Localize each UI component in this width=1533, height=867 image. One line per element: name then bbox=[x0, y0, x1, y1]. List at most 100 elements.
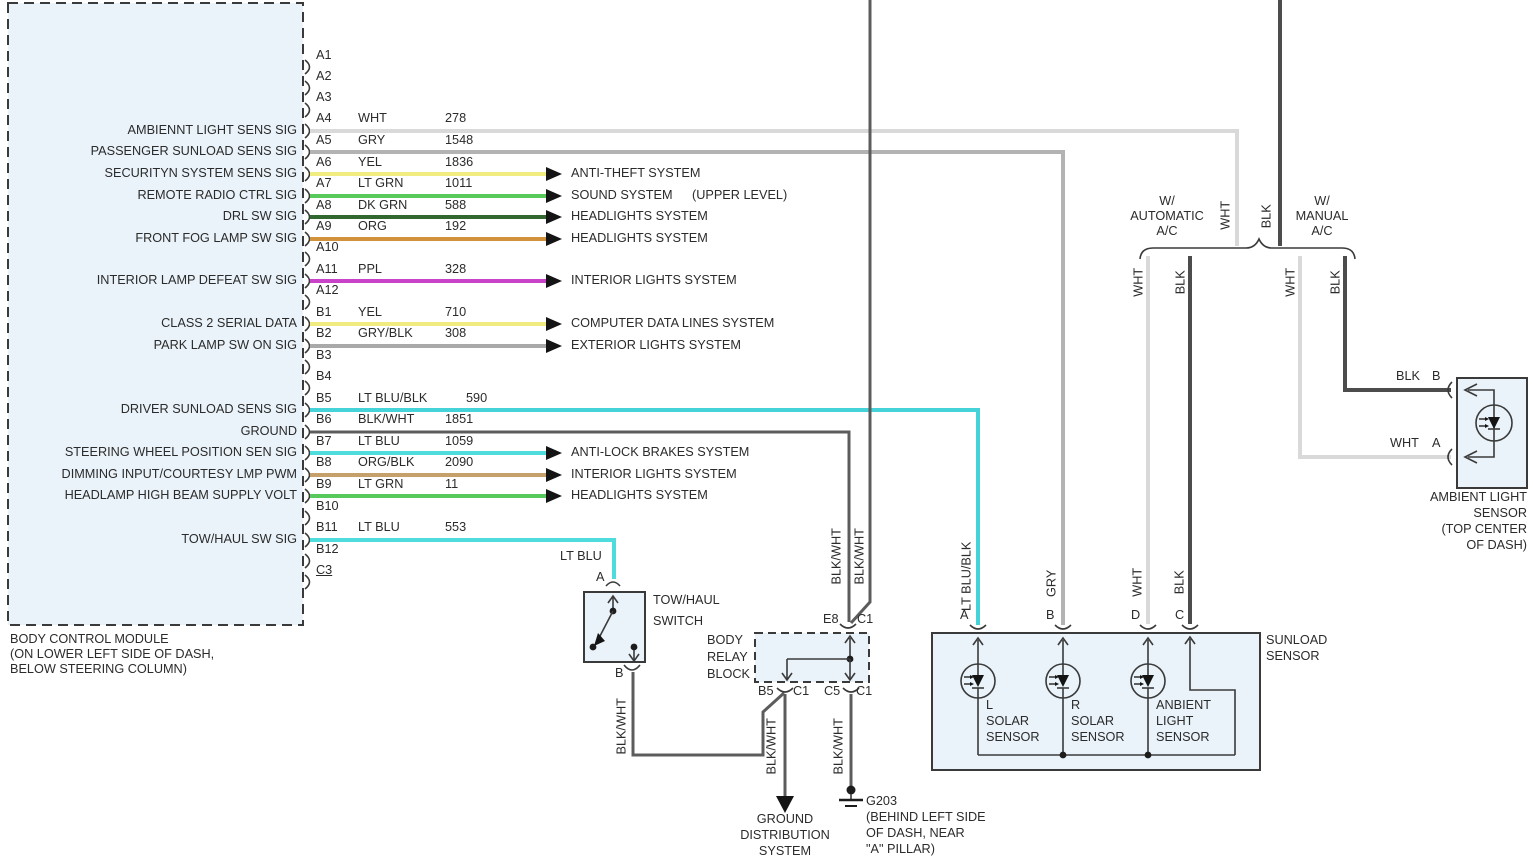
l-solar-sensor-label: SOLAR bbox=[986, 714, 1030, 728]
wire-color-label: WHT bbox=[1131, 267, 1146, 297]
relay-pin-e8: E8 bbox=[823, 612, 839, 626]
dest-system: ANTI-THEFT SYSTEM bbox=[571, 166, 701, 180]
relay-title-line: BLOCK bbox=[707, 667, 751, 681]
wire-color: YEL bbox=[358, 155, 382, 169]
pin-b8-label: B8 bbox=[316, 455, 332, 469]
sunload-pin-a: A bbox=[960, 608, 969, 622]
bcm-box bbox=[7, 2, 304, 626]
wire-color: GRY bbox=[358, 133, 386, 147]
wire-color: LT BLU bbox=[358, 434, 400, 448]
ambient-pin-a: A bbox=[1432, 436, 1441, 450]
wire-color: LT GRN bbox=[358, 176, 404, 190]
pin-c3-label: C3 bbox=[316, 563, 333, 577]
wire-color-label: BLK bbox=[1173, 270, 1188, 295]
relay-conn-c1: C1 bbox=[856, 684, 873, 698]
ac-variant-brace bbox=[1139, 237, 1356, 260]
ambient-part-label: ANBIENT bbox=[1156, 698, 1211, 712]
pin-b12-label: B12 bbox=[316, 542, 339, 556]
r-solar-sensor-label: SENSOR bbox=[1071, 730, 1125, 744]
signal-name: PASSENGER SUNLOAD SENS SIG bbox=[90, 144, 297, 158]
pin-b6-label: B6 bbox=[316, 412, 332, 426]
ac-automatic-line: A/C bbox=[1156, 224, 1178, 238]
ac-automatic-line: W/ bbox=[1159, 194, 1175, 208]
dest-system: SOUND SYSTEM bbox=[571, 188, 673, 202]
wire-color: ORG bbox=[358, 219, 387, 233]
pin-b4-label: B4 bbox=[316, 369, 332, 383]
relay-conn-c1: C1 bbox=[857, 612, 874, 626]
wire-color-label: BLK bbox=[1396, 369, 1420, 383]
wire-color: ORG/BLK bbox=[358, 455, 415, 469]
ground-distribution-line: GROUND bbox=[756, 812, 814, 826]
dest-system: HEADLIGHTS SYSTEM bbox=[571, 209, 708, 223]
signal-name: PARK LAMP SW ON SIG bbox=[153, 338, 297, 352]
pin-b3-label: B3 bbox=[316, 348, 332, 362]
wire-color-label: LT BLU bbox=[560, 549, 602, 563]
dest-system: ANTI-LOCK BRAKES SYSTEM bbox=[571, 445, 750, 459]
body-relay-block-symbol bbox=[776, 623, 860, 693]
dest-system: HEADLIGHTS SYSTEM bbox=[571, 488, 708, 502]
ac-manual-line: W/ bbox=[1314, 194, 1330, 208]
wires bbox=[310, 0, 1451, 796]
pin-b7-label: B7 bbox=[316, 434, 332, 448]
wire-color-label: WHT bbox=[1283, 267, 1298, 297]
wire-b6-blkwht bbox=[310, 430, 851, 622]
ambient-light-sensor-symbol bbox=[1447, 381, 1513, 466]
ambient-caption-line: SENSOR bbox=[1473, 506, 1527, 520]
wire-color-label: BLK bbox=[1172, 570, 1187, 595]
r-solar-sensor-label: SOLAR bbox=[1071, 714, 1115, 728]
ac-automatic-line: AUTOMATIC bbox=[1130, 209, 1204, 223]
dest-system: INTERIOR LIGHTS SYSTEM bbox=[571, 273, 737, 287]
signal-name: TOW/HAUL SW SIG bbox=[181, 532, 297, 546]
towhaul-pin-a: A bbox=[596, 570, 605, 584]
wire-color-label: WHT bbox=[1130, 567, 1145, 597]
wire-color: LT GRN bbox=[358, 477, 404, 491]
pin-a8-label: A8 bbox=[316, 198, 332, 212]
pin-a1-label: A1 bbox=[316, 48, 332, 62]
pin-b11-label: B11 bbox=[316, 520, 338, 534]
r-solar-sensor-label: R bbox=[1071, 698, 1081, 712]
pin-a11-label: A11 bbox=[316, 262, 338, 276]
signal-name: SECURITYN SYSTEM SENS SIG bbox=[104, 166, 297, 180]
circuit-number: 328 bbox=[445, 262, 467, 276]
wire-color: YEL bbox=[358, 305, 382, 319]
wire-color-label: BLK/WHT bbox=[614, 698, 629, 755]
destination-arrows bbox=[546, 167, 562, 503]
dest-system-note: (UPPER LEVEL) bbox=[692, 188, 788, 202]
circuit-number: 710 bbox=[445, 305, 467, 319]
tow-haul-switch-box bbox=[583, 591, 646, 663]
wire-color: PPL bbox=[358, 262, 382, 276]
wire-color-label: WHT bbox=[1390, 436, 1419, 450]
bcm-caption-line: BODY CONTROL MODULE bbox=[10, 632, 169, 646]
sunload-pin-c: C bbox=[1175, 608, 1185, 622]
signal-name: STEERING WHEEL POSITION SEN SIG bbox=[64, 445, 297, 459]
signal-name: HEADLAMP HIGH BEAM SUPPLY VOLT bbox=[64, 488, 297, 502]
sunload-sensor-symbol bbox=[960, 624, 1236, 759]
g203-label-line: OF DASH, NEAR bbox=[866, 826, 965, 840]
l-solar-sensor-label: L bbox=[986, 698, 994, 712]
relay-title-line: RELAY bbox=[707, 650, 748, 664]
wire-color-label: BLK bbox=[1328, 270, 1343, 295]
circuit-number: 588 bbox=[445, 198, 467, 212]
pin-b10-label: B10 bbox=[316, 499, 339, 513]
signal-name: DIMMING INPUT/COURTESY LMP PWM bbox=[61, 467, 297, 481]
wire-top-blkwht bbox=[849, 0, 872, 625]
l-solar-sensor-label: SENSOR bbox=[986, 730, 1040, 744]
wire-color: GRY/BLK bbox=[358, 326, 413, 340]
g203-label-line: (BEHIND LEFT SIDE bbox=[866, 810, 986, 824]
bcm-caption-line: (ON LOWER LEFT SIDE OF DASH, bbox=[10, 647, 215, 661]
circuit-number: 192 bbox=[445, 219, 467, 233]
ambient-part-label: LIGHT bbox=[1156, 714, 1194, 728]
wire-manual-blk bbox=[1343, 256, 1451, 392]
pin-b5-label: B5 bbox=[316, 391, 332, 405]
pin-a6-label: A6 bbox=[316, 155, 332, 169]
wire-color: LT BLU/BLK bbox=[358, 391, 428, 405]
wire-color: BLK/WHT bbox=[358, 412, 415, 426]
pin-a10-label: A10 bbox=[316, 240, 339, 254]
pin-b1-label: B1 bbox=[316, 305, 332, 319]
sunload-sensor-box bbox=[931, 632, 1261, 771]
relay-conn-c1: C1 bbox=[793, 684, 810, 698]
wire-a4-wht bbox=[310, 129, 1239, 246]
circuit-number: 1059 bbox=[445, 434, 474, 448]
pin-a2-label: A2 bbox=[316, 69, 332, 83]
